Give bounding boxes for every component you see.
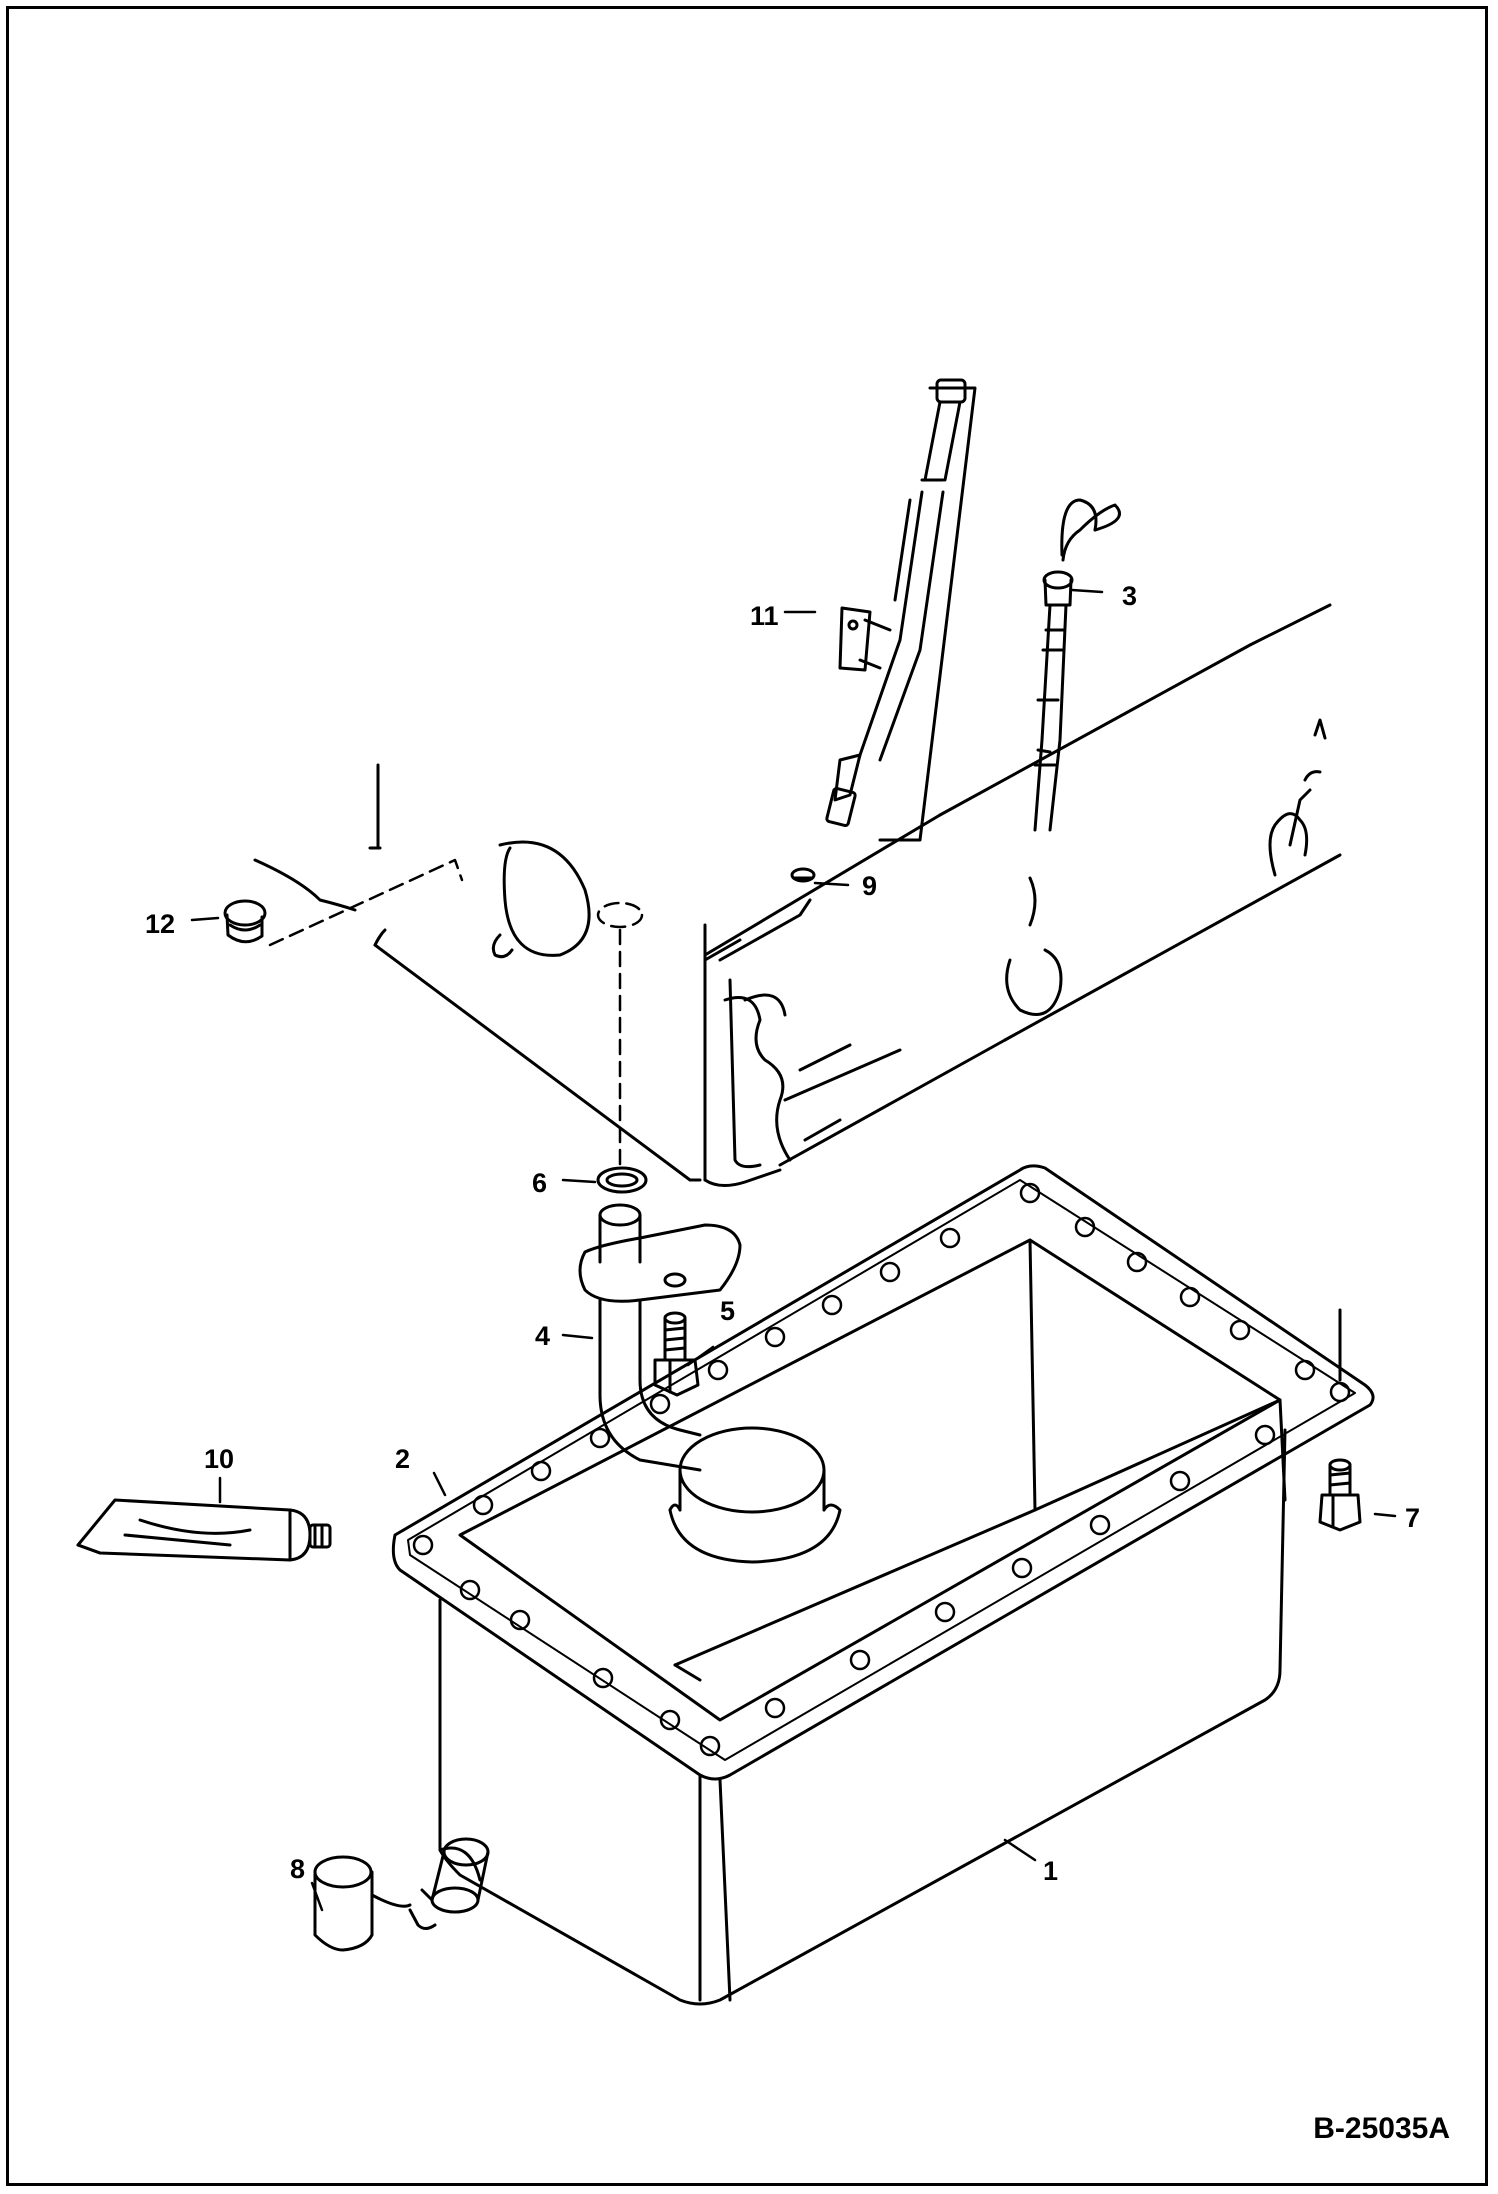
callout-11: 11 (750, 601, 779, 631)
callout-2: 2 (395, 1444, 410, 1474)
dipstick (1033, 498, 1121, 832)
callout-labels: 1 2 3 4 5 6 7 8 9 10 11 12 (145, 581, 1420, 1886)
callout-12: 12 (145, 909, 175, 939)
callout-3: 3 (1122, 581, 1137, 611)
callout-1: 1 (1043, 1856, 1058, 1886)
plug-12 (223, 899, 267, 944)
flange-bolt-holes (412, 1182, 1351, 1757)
bolt-5 (653, 1311, 700, 1397)
callout-8: 8 (290, 1854, 305, 1884)
callout-9: 9 (862, 871, 877, 901)
drawing-border (6, 6, 1488, 2186)
dipstick-seal (790, 867, 816, 883)
sealant-tube (76, 1498, 332, 1562)
engine-block (253, 603, 1342, 1187)
callout-7: 7 (1405, 1503, 1420, 1533)
document-number: B-25035A (1313, 2112, 1450, 2145)
callout-5: 5 (720, 1296, 735, 1326)
drain-plug (313, 1837, 490, 1952)
bolt-7 (1318, 1308, 1362, 1532)
callout-6: 6 (532, 1168, 547, 1198)
o-ring (596, 1166, 648, 1194)
oil-pan (391, 1164, 1375, 2006)
callout-10: 10 (204, 1444, 234, 1474)
callout-4: 4 (535, 1321, 550, 1351)
oil-strainer (578, 1203, 842, 1564)
dipstick-guide-tube (825, 378, 977, 842)
leader-lines (190, 588, 1397, 1912)
assembly-guide-lines (268, 858, 644, 1172)
